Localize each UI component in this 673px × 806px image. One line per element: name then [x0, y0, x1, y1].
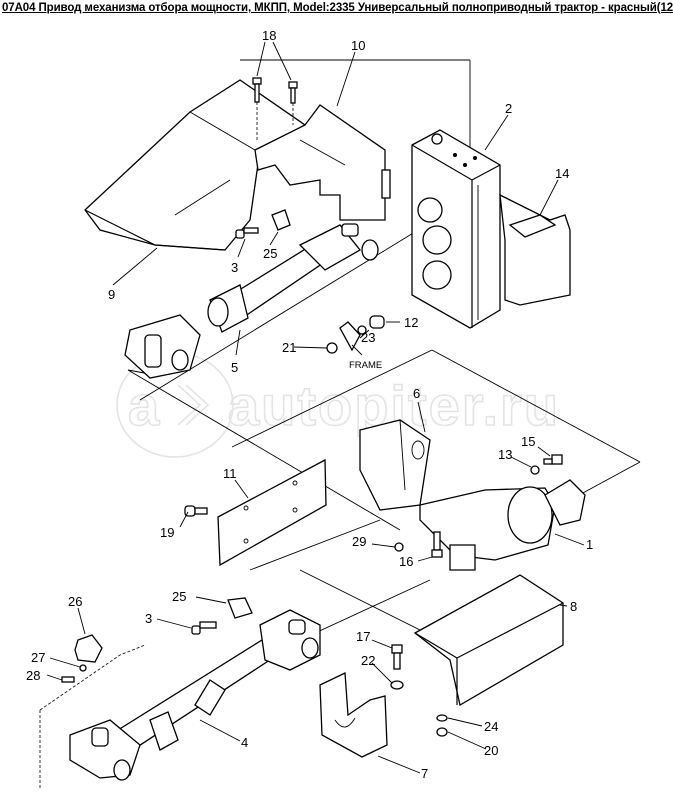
callout-20[interactable]: 20 [484, 743, 498, 758]
callout-5[interactable]: 5 [231, 360, 238, 375]
dashed-assembly-outline [39, 644, 146, 790]
bolt-18-a[interactable] [252, 77, 262, 140]
part-bracket-7[interactable] [319, 672, 388, 758]
callout-15[interactable]: 15 [521, 434, 535, 449]
svg-text:a: a [128, 374, 161, 437]
callout-1[interactable]: 1 [586, 537, 593, 552]
part-driveshaft-4[interactable] [69, 609, 321, 781]
callout-25-upper[interactable]: 25 [263, 246, 277, 261]
hardware-washer-22[interactable] [390, 680, 404, 690]
hardware-nut-13[interactable] [530, 465, 540, 475]
hardware-nut-29[interactable] [394, 542, 404, 552]
callout-13[interactable]: 13 [498, 447, 512, 462]
callout-6[interactable]: 6 [413, 386, 420, 401]
callout-4[interactable]: 4 [241, 735, 248, 750]
callout-18[interactable]: 18 [262, 28, 276, 43]
frame-bracket [339, 321, 361, 352]
hardware-washer-23[interactable] [357, 325, 367, 335]
callouts: 18 10 2 14 3 25 9 5 21 23 12 FRAME 6 13 … [26, 28, 593, 781]
callout-28[interactable]: 28 [26, 668, 40, 683]
callout-22[interactable]: 22 [361, 653, 375, 668]
callout-19[interactable]: 19 [160, 525, 174, 540]
callout-26[interactable]: 26 [68, 594, 82, 609]
part-driveshaft-5[interactable] [124, 223, 379, 379]
part-plate-11[interactable] [217, 458, 327, 567]
clamp-25-b[interactable] [227, 597, 253, 619]
callout-7[interactable]: 7 [421, 766, 428, 781]
bolt-28[interactable] [61, 676, 75, 683]
callout-2[interactable]: 2 [505, 101, 512, 116]
callout-25-lower[interactable]: 25 [172, 589, 186, 604]
bolt-16[interactable] [431, 531, 443, 558]
callout-9[interactable]: 9 [108, 287, 115, 302]
callout-23[interactable]: 23 [361, 330, 375, 345]
clamp-25-a[interactable] [271, 209, 291, 231]
bolt-3-b[interactable] [191, 621, 217, 635]
callout-3-upper[interactable]: 3 [231, 260, 238, 275]
part-gearbox-2[interactable] [411, 129, 501, 329]
hardware-spacer-12[interactable] [369, 315, 385, 329]
callout-11[interactable]: 11 [223, 466, 237, 481]
part-shield-10[interactable] [254, 104, 391, 221]
callout-10[interactable]: 10 [351, 38, 365, 53]
part-shield-9[interactable] [84, 79, 307, 251]
callout-14[interactable]: 14 [555, 166, 569, 181]
frame-label: FRAME [349, 360, 382, 371]
callout-16[interactable]: 16 [399, 554, 413, 569]
bolt-19[interactable] [184, 505, 208, 517]
bolt-15[interactable] [543, 454, 563, 465]
callout-3-lower[interactable]: 3 [145, 611, 152, 626]
bolt-3-a[interactable] [235, 227, 259, 239]
part-gearbox-1[interactable] [419, 479, 586, 571]
bolt-18-b[interactable] [288, 81, 298, 125]
part-shield-6[interactable] [359, 419, 431, 511]
leader-lines [46, 41, 585, 774]
hardware-nut-21[interactable] [326, 342, 338, 354]
hardware-washer-27[interactable] [79, 664, 87, 672]
part-cover-14[interactable] [499, 193, 571, 306]
part-cover-8[interactable] [413, 574, 564, 707]
callout-24[interactable]: 24 [484, 719, 498, 734]
bolt-17[interactable] [391, 644, 403, 670]
hardware-nut-20[interactable] [436, 727, 448, 737]
callout-21[interactable]: 21 [282, 340, 296, 355]
diagram-title: 07A04 Привод механизма отбора мощности, … [2, 2, 673, 14]
callout-17[interactable]: 17 [356, 629, 370, 644]
autopiter-logo-icon: a [116, 352, 234, 458]
part-yoke-26[interactable] [74, 634, 103, 663]
callout-8[interactable]: 8 [570, 599, 577, 614]
hardware-washer-24[interactable] [436, 714, 448, 722]
callout-12[interactable]: 12 [404, 315, 418, 330]
callout-27[interactable]: 27 [31, 650, 45, 665]
callout-29[interactable]: 29 [352, 534, 366, 549]
